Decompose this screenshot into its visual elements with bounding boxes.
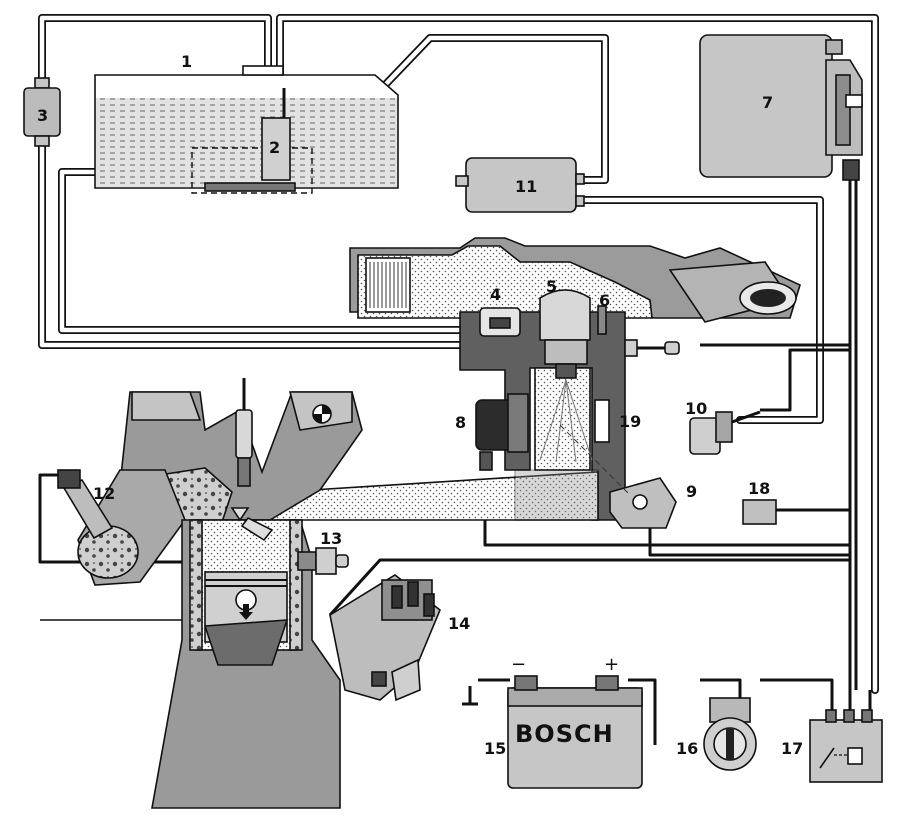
label-4: 4 bbox=[490, 285, 501, 304]
air-temperature-sensor bbox=[597, 305, 680, 357]
battery-plus: + bbox=[604, 654, 619, 675]
relay bbox=[809, 709, 883, 783]
lambda-sensor bbox=[57, 469, 114, 540]
label-1: 1 bbox=[181, 52, 192, 71]
idle-actuator bbox=[475, 393, 529, 471]
label-12: 12 bbox=[93, 484, 115, 503]
label-7: 7 bbox=[762, 93, 773, 112]
label-11: 11 bbox=[515, 177, 537, 196]
label-3: 3 bbox=[37, 106, 48, 125]
fuel-pump bbox=[261, 88, 291, 181]
label-18: 18 bbox=[748, 479, 770, 498]
throttle-switch bbox=[559, 424, 677, 529]
diagnosis-connector bbox=[742, 499, 777, 525]
ecu bbox=[699, 34, 863, 181]
engine-temperature-sensor bbox=[297, 547, 349, 575]
label-17: 17 bbox=[781, 739, 803, 758]
battery-brand: BOSCH bbox=[515, 720, 614, 748]
label-2: 2 bbox=[269, 138, 280, 157]
fuel-filter bbox=[23, 77, 61, 147]
fuel-tank bbox=[94, 65, 399, 194]
battery bbox=[462, 675, 643, 789]
pressure-regulator bbox=[479, 307, 521, 337]
label-9: 9 bbox=[686, 482, 697, 501]
label-5: 5 bbox=[546, 277, 557, 296]
ignition-switch bbox=[703, 697, 757, 771]
label-6: 6 bbox=[599, 291, 610, 310]
label-8: 8 bbox=[455, 413, 466, 432]
ignition-distributor bbox=[329, 574, 441, 702]
label-19: 19 bbox=[619, 412, 641, 431]
label-15: 15 bbox=[484, 739, 506, 758]
injector bbox=[539, 289, 593, 463]
label-13: 13 bbox=[320, 529, 342, 548]
label-16: 16 bbox=[676, 739, 698, 758]
label-14: 14 bbox=[448, 614, 470, 633]
engine bbox=[77, 378, 599, 809]
canister bbox=[455, 157, 585, 213]
throttle-potentiometer bbox=[689, 410, 761, 455]
label-10: 10 bbox=[685, 399, 707, 418]
battery-minus: − bbox=[511, 654, 526, 675]
